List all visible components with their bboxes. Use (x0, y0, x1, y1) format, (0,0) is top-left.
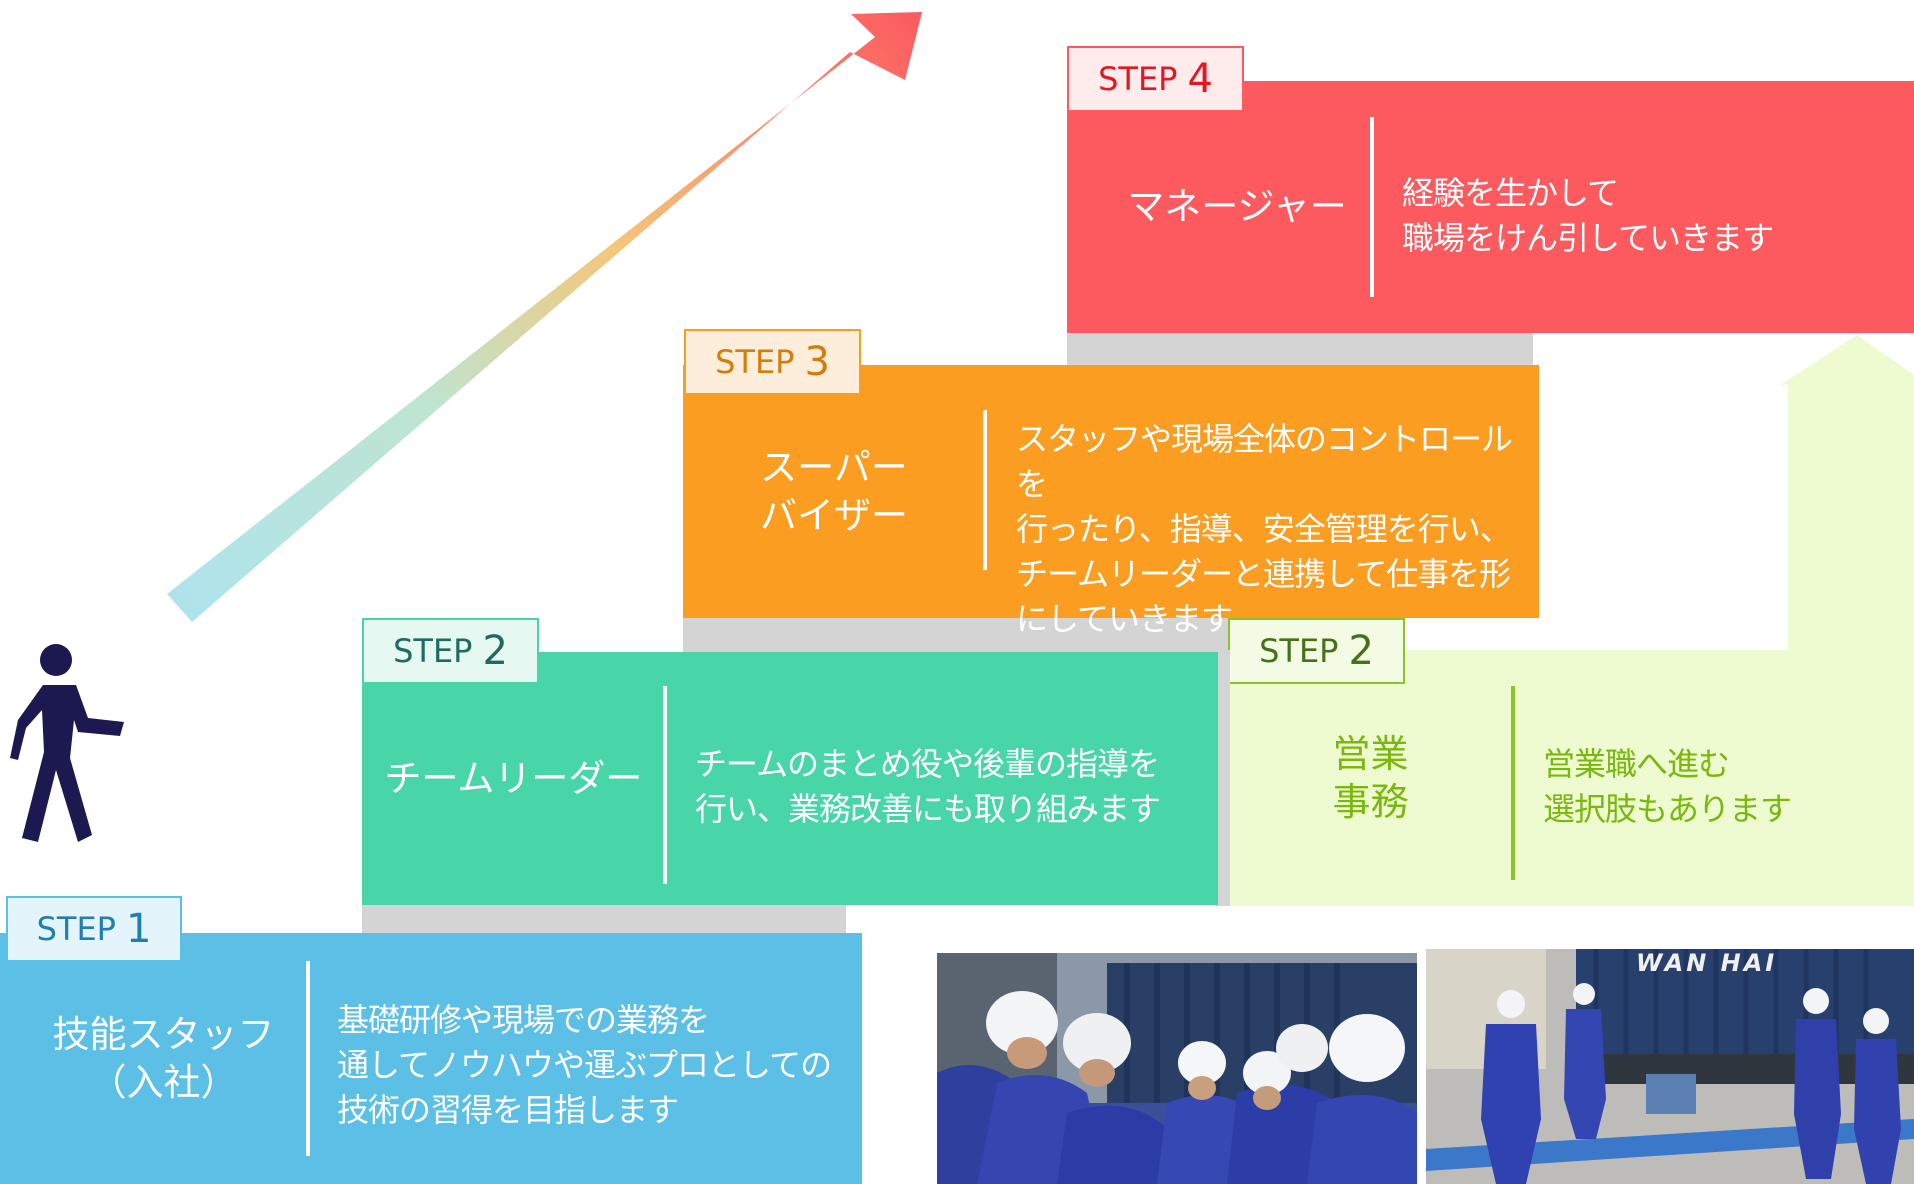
step2-leader-shadow (362, 903, 846, 933)
step1-title: 技能スタッフ （入社） (52, 1012, 275, 1104)
step2-leader-divider (663, 686, 667, 884)
step4-tag-word: STEP (1098, 60, 1178, 98)
workers-meeting-photo (937, 953, 1417, 1184)
step3-divider (983, 410, 987, 570)
step1-tag-num: 1 (125, 906, 152, 952)
step2-sales-block: 営業 事務 営業職へ進む 選択肢もあります (1228, 650, 1914, 906)
step1-description: 基礎研修や現場での業務を 通してノウハウや運ぶプロとしての 技術の習得を目指しま… (337, 1001, 832, 1129)
step4-tag-num: 4 (1187, 56, 1213, 102)
step4-block: マネージャー 経験を生かして 職場をけん引していきます (1067, 81, 1914, 333)
step4-description: 経験を生かして 職場をけん引していきます (1402, 174, 1774, 257)
step2-leader-side-shadow (1216, 650, 1230, 906)
step2-sales-title: 営業 事務 (1332, 732, 1409, 824)
step1-tag-word: STEP (36, 910, 116, 948)
step2-sales-tag-word: STEP (1259, 632, 1339, 670)
step4-title: マネージャー (1127, 185, 1347, 228)
step3-tag-word: STEP (715, 343, 795, 381)
step2-sales-tag-num: 2 (1348, 628, 1374, 674)
step2-leader-block: チームリーダー チームのまとめ役や後輩の指導を 行い、業務改善にも取り組みます (362, 652, 1218, 905)
container-lettering: WAN HAI (1636, 949, 1778, 977)
step4-shadow (1067, 330, 1533, 365)
step3-title: スーパー バイザー (760, 445, 908, 537)
step2-leader-tag-word: STEP (393, 632, 473, 670)
container-yard-photo: WAN HAI (1426, 949, 1914, 1184)
walking-person-icon (10, 644, 124, 842)
step3-tag-num: 3 (804, 339, 830, 385)
step1-divider (306, 961, 310, 1156)
step1-block: 技能スタッフ （入社） 基礎研修や現場での業務を 通してノウハウや運ぶプロとして… (0, 933, 862, 1184)
step3-shadow (683, 616, 1228, 656)
step2-leader-description: チームのまとめ役や後輩の指導を 行い、業務改善にも取り組みます (695, 745, 1161, 828)
step2-leader-title: チームリーダー (384, 756, 643, 800)
sales-up-arrow-icon (1780, 335, 1914, 655)
step3-description: スタッフや現場全体のコントロールを 行ったり、指導、安全管理を行い、 チームリー… (1016, 420, 1513, 638)
step2-sales-description: 営業職へ進む 選択肢もあります (1543, 745, 1792, 828)
step3-block: スーパー バイザー スタッフや現場全体のコントロールを 行ったり、指導、安全管理… (683, 365, 1539, 638)
step2-leader-tag-num: 2 (482, 628, 508, 674)
step2-sales-divider (1511, 686, 1515, 880)
step4-divider (1370, 117, 1374, 297)
